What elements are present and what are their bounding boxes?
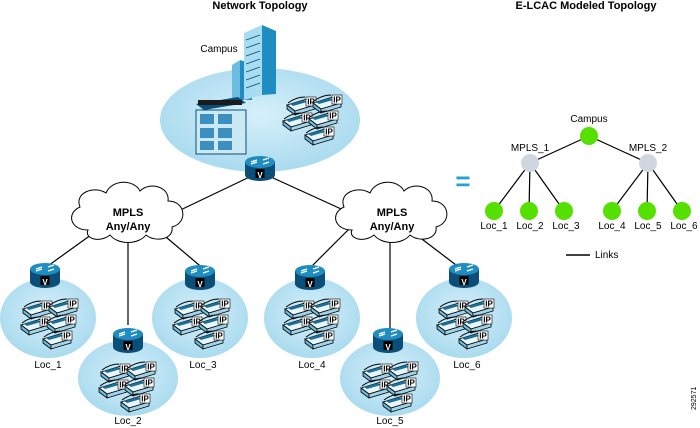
campus-router: V xyxy=(244,155,276,182)
elcac-loc-6-label: Loc_6 xyxy=(670,221,698,232)
elcac-node-mpls-1 xyxy=(521,154,539,172)
router-badge: V xyxy=(257,171,263,180)
svg-text:MPLS: MPLS xyxy=(377,207,408,219)
ip-phone-badge: IP xyxy=(305,302,313,311)
elcac-mpls2-label: MPLS_2 xyxy=(629,143,668,154)
network-topology-title: Network Topology xyxy=(212,0,308,12)
ip-phone-badge: IP xyxy=(303,114,311,123)
loc-2-label: Loc_2 xyxy=(114,416,142,427)
site-loc-1: V IP IP IP IP IP Loc_1 xyxy=(0,262,96,371)
svg-text:Any/Any: Any/Any xyxy=(106,221,152,233)
ip-phone-badge: IP xyxy=(381,381,389,390)
svg-text:V: V xyxy=(461,278,467,287)
ip-phone-badge: IP xyxy=(215,332,223,341)
mpls-cloud-left: MPLS Any/Any xyxy=(71,181,184,243)
ip-phone-badge: IP xyxy=(479,332,487,341)
legend-label: Links xyxy=(595,250,618,261)
elcac-loc-2-label: Loc_2 xyxy=(516,221,544,232)
ip-phone-badge: IP xyxy=(303,318,311,327)
ip-phone-badge: IP xyxy=(485,300,493,309)
svg-text:V: V xyxy=(125,343,131,352)
server-rack-icon xyxy=(195,97,247,155)
ip-phone-badge: IP xyxy=(383,365,391,374)
ip-phone-badge: IP xyxy=(219,316,227,325)
elcac-node-mpls-2 xyxy=(639,154,657,172)
ip-phone-badge: IP xyxy=(121,365,129,374)
ip-phone-badge: IP xyxy=(119,381,127,390)
loc-5-label: Loc_5 xyxy=(376,416,404,427)
loc-6-label: Loc_6 xyxy=(453,360,481,371)
elcac-loc-3-label: Loc_3 xyxy=(552,221,580,232)
ip-phone-badge: IP xyxy=(67,316,75,325)
campus-label: Campus xyxy=(200,44,237,55)
site-loc-6: V IP IP IP IP IP Loc_6 xyxy=(416,262,512,371)
loc-3-label: Loc_3 xyxy=(189,360,217,371)
ip-phone-badge: IP xyxy=(403,395,411,404)
ip-phone-badge: IP xyxy=(63,332,71,341)
site-loc-2: V IP IP IP IP IP Loc_2 xyxy=(78,327,178,427)
svg-text:Any/Any: Any/Any xyxy=(370,221,416,233)
campus-ip-phones: IP IP IP IP IP xyxy=(282,94,343,146)
svg-text:V: V xyxy=(197,280,203,289)
elcac-node-campus xyxy=(580,127,598,145)
site-loc-3: V IP IP IP IP IP Loc_3 xyxy=(152,264,248,371)
ip-phone-badge: IP xyxy=(329,112,337,121)
elcac-node-loc-4 xyxy=(603,202,621,220)
ip-phone-badge: IP xyxy=(193,318,201,327)
elcac-loc-1-label: Loc_1 xyxy=(480,221,508,232)
ip-phone-badge: IP xyxy=(325,332,333,341)
equals-sign: = xyxy=(455,166,470,196)
elcac-node-loc-3 xyxy=(555,202,573,220)
elcac-nodes xyxy=(485,127,691,220)
svg-text:V: V xyxy=(307,280,313,289)
elcac-campus-label: Campus xyxy=(570,114,607,125)
loc-4-label: Loc_4 xyxy=(298,360,326,371)
ip-phone-badge: IP xyxy=(325,128,333,137)
elcac-loc-4-label: Loc_4 xyxy=(598,221,626,232)
elcac-node-loc-5 xyxy=(638,202,656,220)
elcac-topology-title: E-LCAC Modeled Topology xyxy=(516,0,658,12)
building-icon xyxy=(232,25,276,104)
ip-phone-badge: IP xyxy=(457,318,465,327)
ip-phone-badge: IP xyxy=(43,302,51,311)
ip-phone-badge: IP xyxy=(407,379,415,388)
site-loc-5: V IP IP IP IP IP Loc_5 xyxy=(340,327,440,427)
ip-phone-badge: IP xyxy=(307,98,315,107)
links-legend: Links xyxy=(566,250,618,261)
svg-text:V: V xyxy=(385,343,391,352)
ip-phone-badge: IP xyxy=(69,300,77,309)
elcac-node-loc-2 xyxy=(520,202,538,220)
ip-phone-badge: IP xyxy=(141,395,149,404)
figure-id: 292571 xyxy=(691,387,698,410)
svg-text:V: V xyxy=(42,278,48,287)
elcac-node-loc-6 xyxy=(673,202,691,220)
elcac-loc-5-label: Loc_5 xyxy=(634,221,662,232)
elcac-mpls1-label: MPLS_1 xyxy=(511,143,550,154)
ip-phone-badge: IP xyxy=(333,96,341,105)
ip-phone-badge: IP xyxy=(459,302,467,311)
elcac-node-loc-1 xyxy=(485,202,503,220)
ip-phone-badge: IP xyxy=(329,316,337,325)
campus-site: Campus IP IP IP IP IP V xyxy=(160,25,360,182)
ip-phone-badge: IP xyxy=(409,363,417,372)
mpls-cloud-right: MPLS Any/Any xyxy=(335,181,448,243)
ip-phone-badge: IP xyxy=(147,363,155,372)
ip-phone-badge: IP xyxy=(331,300,339,309)
site-loc-4: V IP IP IP IP IP Loc_4 xyxy=(264,264,360,371)
ip-phone-badge: IP xyxy=(145,379,153,388)
ip-phone-badge: IP xyxy=(195,302,203,311)
ip-phone-badge: IP xyxy=(41,318,49,327)
ip-phone-badge: IP xyxy=(221,300,229,309)
loc-1-label: Loc_1 xyxy=(34,360,62,371)
ip-phone-badge: IP xyxy=(483,316,491,325)
network-links xyxy=(44,171,461,333)
svg-text:MPLS: MPLS xyxy=(113,207,144,219)
